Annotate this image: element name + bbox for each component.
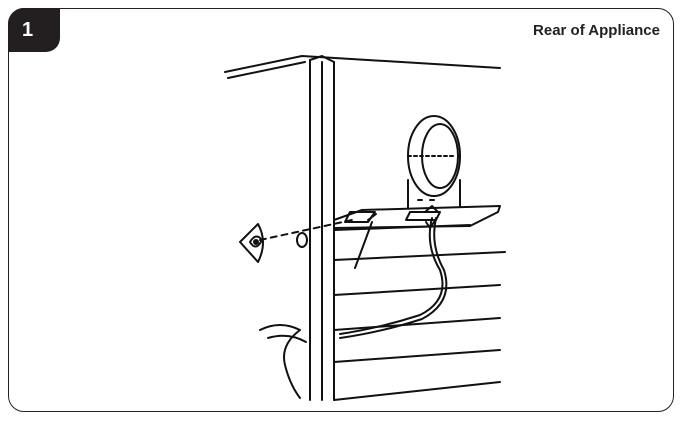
- appliance-top-edge: [225, 56, 500, 78]
- screw-fastener: [297, 214, 376, 268]
- mounting-bracket: [334, 206, 500, 228]
- panel-title: Rear of Appliance: [533, 22, 660, 39]
- flue-collar: [408, 116, 460, 208]
- power-cable: [340, 218, 446, 338]
- step-number-badge: 1: [8, 8, 60, 52]
- bracket-clip: [425, 206, 438, 228]
- eye-icon: [240, 224, 263, 262]
- instruction-frame: [8, 8, 674, 412]
- sight-line: [260, 220, 352, 240]
- appliance-side-panel: [260, 325, 306, 398]
- rear-panel-lines: [334, 225, 505, 400]
